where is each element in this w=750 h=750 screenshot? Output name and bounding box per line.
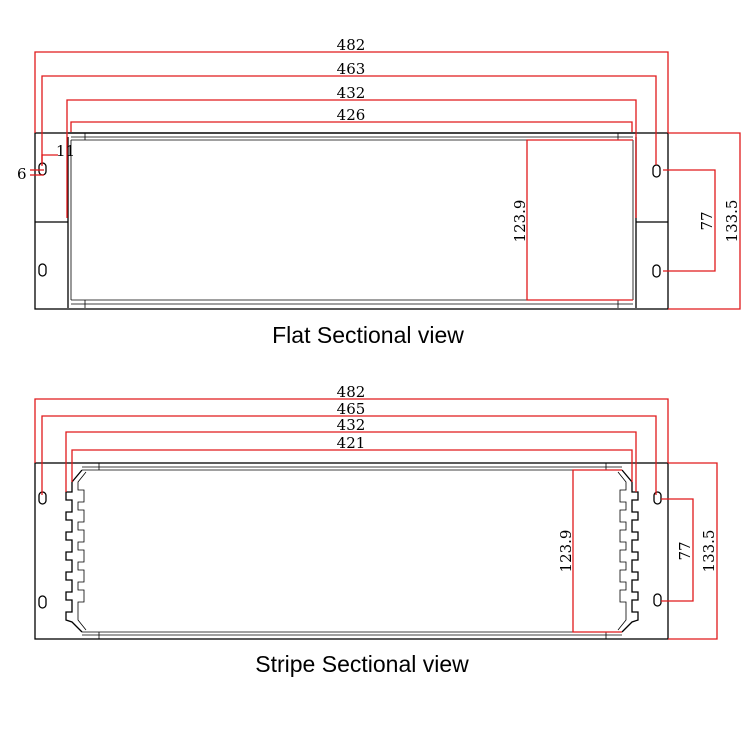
flat-mount-slot-bottom-left: [38, 263, 47, 277]
flat-dim-overall-width: 482: [337, 36, 366, 54]
flat-panel-outline: [34, 132, 669, 310]
stripe-panel-outline: [34, 462, 669, 640]
stripe-dim-overall-width: 482: [337, 383, 366, 401]
flat-dim-inner-width: 426: [337, 106, 366, 124]
flat-caption: Flat Sectional view: [272, 322, 464, 348]
flat-dim-slot-offset: 11: [56, 142, 75, 160]
flat-dim-panel-height: 133.5: [723, 200, 741, 243]
flat-mount-slot-top-right: [652, 164, 661, 178]
stripe-dim-inner-width: 421: [337, 434, 366, 452]
stripe-dimension-lines: [34, 398, 718, 640]
flat-dim-inner-height: 123.9: [511, 200, 529, 243]
stripe-dim-mount-hole-span: 465: [337, 400, 366, 418]
flat-dim-body-width: 432: [337, 84, 366, 102]
flat-dim-mount-hole-span: 463: [337, 60, 366, 78]
stripe-mount-slot-bottom-right: [653, 593, 662, 607]
flat-dim-slot-width: 6: [17, 165, 27, 183]
stripe-mount-slot-top-right: [653, 491, 662, 505]
stripe-mount-slot-bottom-left: [38, 595, 47, 609]
stripe-sectional-view: 482 465 432 421 123.9 77 133.5 Stripe Se…: [34, 383, 718, 677]
flat-dim-hole-pitch: 77: [698, 211, 716, 230]
flat-dimension-lines: [30, 51, 741, 310]
stripe-dim-inner-height: 123.9: [557, 530, 575, 573]
stripe-dim-hole-pitch: 77: [676, 541, 694, 560]
stripe-dim-body-width: 432: [337, 416, 366, 434]
stripe-dim-panel-height: 133.5: [700, 530, 718, 573]
flat-mount-slot-bottom-right: [652, 264, 661, 278]
stripe-caption: Stripe Sectional view: [255, 651, 469, 677]
flat-sectional-view: 482 463 432 426 11 6 123.9 77 133.5 Flat…: [17, 36, 741, 348]
